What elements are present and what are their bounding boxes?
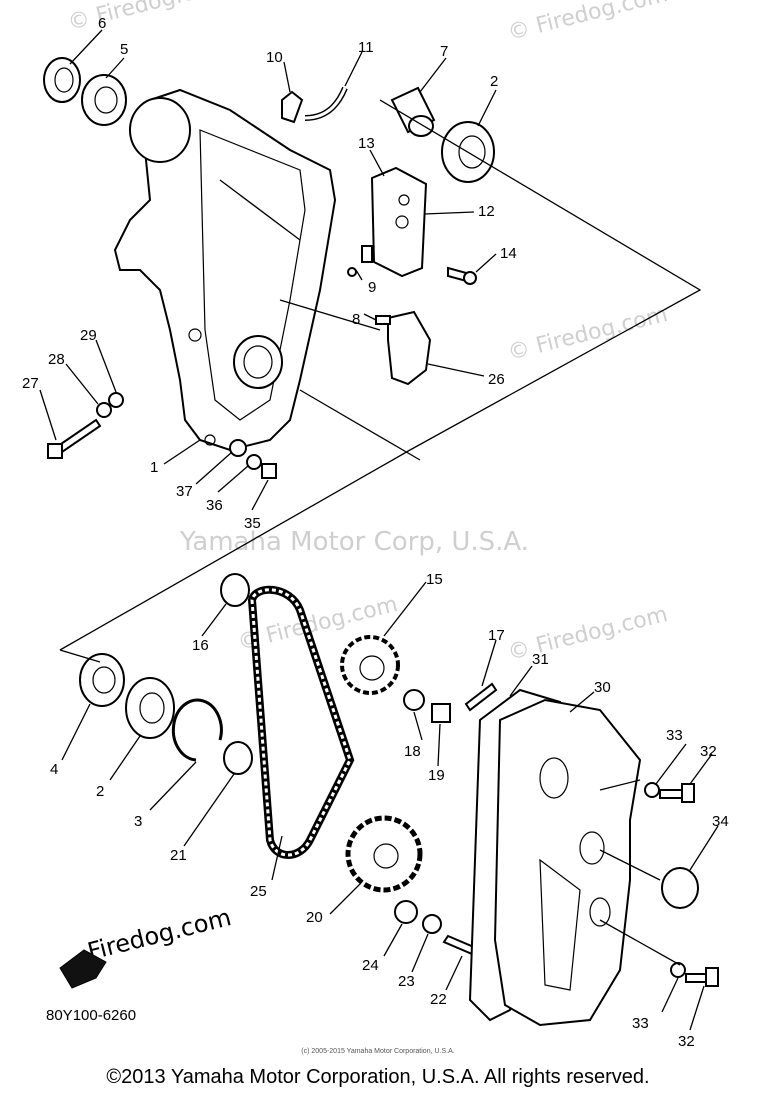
reference-line xyxy=(599,919,681,966)
callout-8: 8 xyxy=(352,311,360,328)
bolt-32-upper xyxy=(659,783,695,803)
chain-cover-30 xyxy=(493,698,642,1027)
callout-32b: 32 xyxy=(678,1033,695,1050)
fitting-10 xyxy=(281,90,304,124)
callout-25: 25 xyxy=(250,883,267,900)
spacer-16 xyxy=(220,573,250,607)
diagram-code: 80Y100-6260 xyxy=(46,1007,136,1024)
callout-3: 3 xyxy=(134,813,142,830)
washer-33-upper xyxy=(644,782,660,798)
washer-18 xyxy=(403,689,425,711)
callout-16: 16 xyxy=(192,637,209,654)
reference-line xyxy=(599,779,641,791)
callout-32: 32 xyxy=(700,743,717,760)
callout-36: 36 xyxy=(206,497,223,514)
plate-12-13 xyxy=(370,166,428,278)
bolt-27 xyxy=(47,418,102,459)
callout-29: 29 xyxy=(80,327,97,344)
screw-14 xyxy=(447,266,477,285)
bearing-4 xyxy=(79,653,125,707)
bolt-32-lower xyxy=(685,967,719,987)
callout-18: 18 xyxy=(404,743,421,760)
callout-19: 19 xyxy=(428,767,445,784)
washer-33-lower xyxy=(670,962,686,978)
bearing-5 xyxy=(81,74,127,126)
snap-ring-3 xyxy=(171,698,223,762)
leader-lines xyxy=(39,29,719,1031)
spacer-7 xyxy=(390,86,436,137)
callout-2b: 2 xyxy=(96,783,104,800)
callout-24: 24 xyxy=(362,957,379,974)
callout-33: 33 xyxy=(666,727,683,744)
lock-washer-23 xyxy=(422,914,442,934)
callout-6: 6 xyxy=(98,15,106,32)
washer-29 xyxy=(108,392,124,408)
sprocket-15 xyxy=(340,635,400,695)
spacer-21 xyxy=(223,741,253,775)
reference-line xyxy=(299,389,421,461)
callout-30: 30 xyxy=(594,679,611,696)
nut-35 xyxy=(261,463,277,479)
washer-36 xyxy=(246,454,262,470)
reference-line xyxy=(59,649,101,663)
callout-34: 34 xyxy=(712,813,729,830)
washer-28 xyxy=(96,402,112,418)
callout-26: 26 xyxy=(488,371,505,388)
cap-34 xyxy=(661,867,699,909)
callout-2: 2 xyxy=(490,73,498,90)
nut-19 xyxy=(431,703,451,723)
reference-line xyxy=(599,849,661,881)
watermark: © Firedog.com xyxy=(505,302,670,366)
callout-21: 21 xyxy=(170,847,187,864)
callout-7: 7 xyxy=(440,43,448,60)
callout-27: 27 xyxy=(22,375,39,392)
callout-13: 13 xyxy=(358,135,375,152)
fine-copyright: (c) 2005-2015 Yamaha Motor Corporation, … xyxy=(301,1048,454,1055)
forward-arrow-icon xyxy=(59,949,107,989)
callout-1: 1 xyxy=(150,459,158,476)
callout-15: 15 xyxy=(426,571,443,588)
washer-37 xyxy=(229,439,247,457)
callout-20: 20 xyxy=(306,909,323,926)
callout-31: 31 xyxy=(532,651,549,668)
copyright: ©2013 Yamaha Motor Corporation, U.S.A. A… xyxy=(106,1066,649,1088)
callout-23: 23 xyxy=(398,973,415,990)
cotter-pin-17 xyxy=(464,682,498,712)
callout-37: 37 xyxy=(176,483,193,500)
tensioner-26 xyxy=(375,310,432,386)
callout-10: 10 xyxy=(266,49,283,66)
reference-line xyxy=(219,179,301,241)
callout-28: 28 xyxy=(48,351,65,368)
callout-17: 17 xyxy=(488,627,505,644)
callout-5: 5 xyxy=(120,41,128,58)
washer-24 xyxy=(394,900,418,924)
bearing-6 xyxy=(43,57,81,103)
bolt-9 xyxy=(347,245,373,277)
callout-4: 4 xyxy=(50,761,58,778)
watermark-corp: Yamaha Motor Corp, U.S.A. xyxy=(179,527,529,557)
callout-9: 9 xyxy=(368,279,376,296)
callout-35: 35 xyxy=(244,515,261,532)
watermark: © Firedog.com xyxy=(505,0,670,46)
bearing-2-lower xyxy=(125,677,175,739)
reference-line xyxy=(59,99,702,651)
callout-22: 22 xyxy=(430,991,447,1008)
callout-14: 14 xyxy=(500,245,517,262)
sprocket-20 xyxy=(345,815,423,893)
callout-33b: 33 xyxy=(632,1015,649,1032)
reference-line xyxy=(279,299,381,331)
callout-11: 11 xyxy=(358,39,374,56)
watermark: © Firedog.com xyxy=(505,602,670,666)
watermark: Firedog.com xyxy=(85,903,234,966)
chain-case-housing xyxy=(113,88,337,452)
hose-11 xyxy=(304,86,348,121)
callout-12: 12 xyxy=(478,203,495,220)
drive-chain-25 xyxy=(247,585,355,859)
watermark: © Firedog.com xyxy=(65,0,230,36)
callout-labels: 6 5 10 11 7 2 13 12 14 9 8 26 29 28 27 1… xyxy=(22,15,729,1050)
